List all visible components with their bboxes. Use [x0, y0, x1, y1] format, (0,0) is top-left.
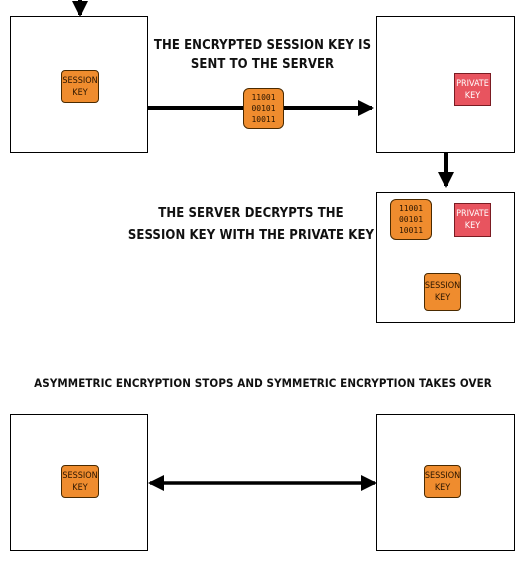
- session-key-server-bottom: SESSION KEY: [424, 465, 461, 498]
- encrypted-session-key-server: 11001 00101 10011: [390, 199, 432, 240]
- session-key-decrypted: SESSION KEY: [424, 273, 461, 311]
- caption-step1-line2: SENT TO THE SERVER: [190, 57, 335, 72]
- caption-step2-line2: SESSION KEY WITH THE PRIVATE KEY: [127, 228, 375, 243]
- caption-step1: THE ENCRYPTED SESSION KEY IS SENT TO THE…: [150, 36, 375, 74]
- session-key-client-top: SESSION KEY: [61, 70, 99, 103]
- private-key-server-decrypt: PRIVATE KEY: [454, 203, 491, 237]
- client-box-top: [10, 16, 148, 153]
- server-box-top: [376, 16, 515, 153]
- session-key-client-bottom: SESSION KEY: [61, 465, 99, 498]
- caption-step1-line1: THE ENCRYPTED SESSION KEY IS: [153, 38, 372, 53]
- caption-step3: ASYMMETRIC ENCRYPTION STOPS AND SYMMETRI…: [34, 376, 492, 390]
- private-key-server-top: PRIVATE KEY: [454, 73, 491, 106]
- encrypted-session-key: 11001 00101 10011: [243, 88, 284, 129]
- caption-step2: THE SERVER DECRYPTS THE SESSION KEY WITH…: [125, 203, 377, 247]
- caption-step2-line1: THE SERVER DECRYPTS THE: [158, 206, 344, 221]
